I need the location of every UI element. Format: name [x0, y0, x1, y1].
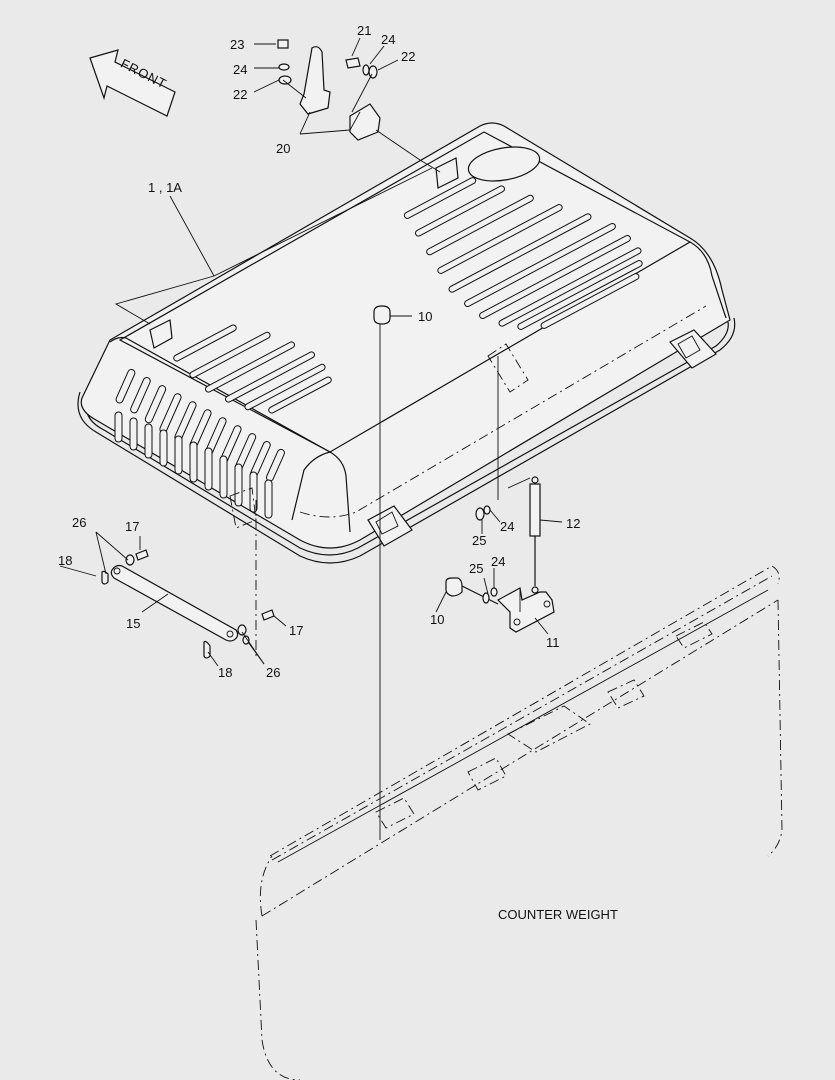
label-1-1a: 1 , 1A — [148, 180, 182, 195]
washer-26-right1 — [237, 624, 247, 636]
washer-24b — [362, 64, 370, 76]
label-18b: 18 — [218, 665, 232, 680]
washer-25-mid — [475, 507, 485, 521]
counter-weight: COUNTER WEIGHT — [255, 565, 783, 1080]
hood-hinge-right — [669, 329, 717, 369]
bracket-11 — [497, 587, 555, 635]
counter-weight-label: COUNTER WEIGHT — [498, 907, 618, 922]
label-24a: 24 — [233, 62, 247, 77]
striker-left — [149, 319, 173, 349]
washer-26-right2 — [242, 635, 250, 645]
label-11: 11 — [546, 635, 560, 650]
rod-15 — [110, 564, 239, 642]
bolt-10-lower — [435, 568, 499, 613]
counter-weight-recess — [507, 705, 591, 753]
engine-hood-cover — [77, 122, 736, 564]
washer-22b — [368, 65, 378, 79]
label-23: 23 — [230, 37, 244, 52]
top-left-vent-slots — [173, 324, 332, 414]
label-25a: 25 — [472, 533, 486, 548]
oval-opening — [467, 146, 541, 182]
label-22b: 22 — [401, 49, 415, 64]
stopper-10-top — [373, 305, 412, 325]
label-25b: 25 — [469, 561, 483, 576]
washer-24-mid — [483, 505, 491, 515]
label-10a: 10 — [418, 309, 432, 324]
label-24d: 24 — [491, 554, 505, 569]
cotter-18-right — [203, 640, 211, 659]
label-15: 15 — [126, 616, 140, 631]
front-vent-slots — [114, 368, 285, 519]
label-24c: 24 — [500, 519, 514, 534]
label-24b: 24 — [381, 32, 395, 47]
washer-24a — [278, 63, 290, 71]
label-17b: 17 — [289, 623, 303, 638]
label-10b: 10 — [430, 612, 444, 627]
label-22a: 22 — [233, 87, 247, 102]
gas-spring-12 — [529, 476, 563, 594]
label-20: 20 — [276, 141, 290, 156]
label-17a: 17 — [125, 519, 139, 534]
washer-22a — [278, 75, 292, 85]
latch-assembly — [277, 39, 441, 173]
washer-26-left — [125, 554, 135, 566]
front-arrow-icon: FRONT — [89, 49, 176, 117]
label-18a: 18 — [58, 553, 72, 568]
label-26b: 26 — [266, 665, 280, 680]
label-12: 12 — [566, 516, 580, 531]
pin-17-right — [261, 609, 275, 621]
bolt-21 — [345, 57, 361, 69]
label-21: 21 — [357, 23, 371, 38]
striker-right — [435, 157, 459, 189]
label-26a: 26 — [72, 515, 86, 530]
cotter-18-left — [101, 570, 109, 585]
bolt-23 — [277, 39, 289, 49]
pin-17-left — [135, 549, 149, 561]
top-vent-slots — [403, 177, 643, 330]
